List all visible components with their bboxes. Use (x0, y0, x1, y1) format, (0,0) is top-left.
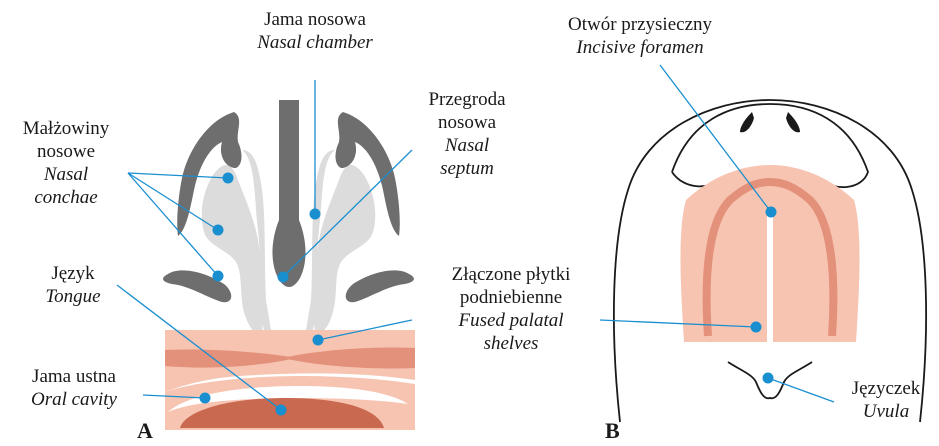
label-nasal-chamber: Jama nosowa Nasal chamber (240, 8, 390, 54)
fused-palatal-pl1: Złączone płytki (418, 263, 604, 286)
dot-palatal-a (313, 335, 324, 346)
nasal-conchae-pl2: nosowe (8, 140, 124, 163)
uvula-pl: Języczek (836, 377, 936, 400)
label-uvula: Języczek Uvula (836, 377, 936, 423)
label-nasal-conchae: Małżowiny nosowe Nasal conchae (8, 117, 124, 209)
dot-uvula (763, 373, 774, 384)
dot-concha-2 (213, 225, 224, 236)
label-tongue: Język Tongue (28, 262, 118, 308)
incisive-foramen-en: Incisive foramen (540, 36, 740, 59)
dot-septum (278, 272, 289, 283)
nasal-septum-pl1: Przegroda (412, 88, 522, 111)
dot-nasal-chamber (310, 209, 321, 220)
nostril-left (740, 112, 754, 132)
dot-incisive-foramen (766, 207, 777, 218)
label-oral-cavity: Jama ustna Oral cavity (8, 365, 140, 411)
fused-palatal-en1: Fused palatal (418, 309, 604, 332)
nasal-septum-en1: Nasal (412, 134, 522, 157)
dot-concha-1 (223, 173, 234, 184)
dot-oral-cavity (200, 393, 211, 404)
nasal-septum-en2: septum (412, 157, 522, 180)
panel-label-a: A (137, 418, 153, 444)
oral-cavity-pl: Jama ustna (8, 365, 140, 388)
palate-midline (767, 214, 773, 342)
fused-palatal-en2: shelves (418, 332, 604, 355)
label-fused-palatal: Złączone płytki podniebienne Fused palat… (418, 263, 604, 355)
uvula-en: Uvula (836, 400, 936, 423)
oral-cavity-en: Oral cavity (8, 388, 140, 411)
nasal-chamber-pl: Jama nosowa (240, 8, 390, 31)
nasal-chamber-en: Nasal chamber (240, 31, 390, 54)
dot-tongue (276, 405, 287, 416)
label-nasal-septum: Przegroda nosowa Nasal septum (412, 88, 522, 180)
fused-palatal-pl2: podniebienne (418, 286, 604, 309)
label-incisive-foramen: Otwór przysieczny Incisive foramen (540, 13, 740, 59)
dot-palatal-b (751, 322, 762, 333)
incisive-foramen-pl: Otwór przysieczny (540, 13, 740, 36)
panel-label-b: B (605, 418, 620, 444)
panel-a-illustration (163, 100, 415, 430)
nasal-conchae-pl1: Małżowiny (8, 117, 124, 140)
tongue-pl: Język (28, 262, 118, 285)
nasal-conchae-en2: conchae (8, 186, 124, 209)
concha-lower-right (346, 270, 414, 302)
dot-concha-3 (213, 271, 224, 282)
nasal-septum-pl2: nosowa (412, 111, 522, 134)
tongue-en: Tongue (28, 285, 118, 308)
nostril-right (786, 112, 800, 132)
nasal-conchae-en1: Nasal (8, 163, 124, 186)
